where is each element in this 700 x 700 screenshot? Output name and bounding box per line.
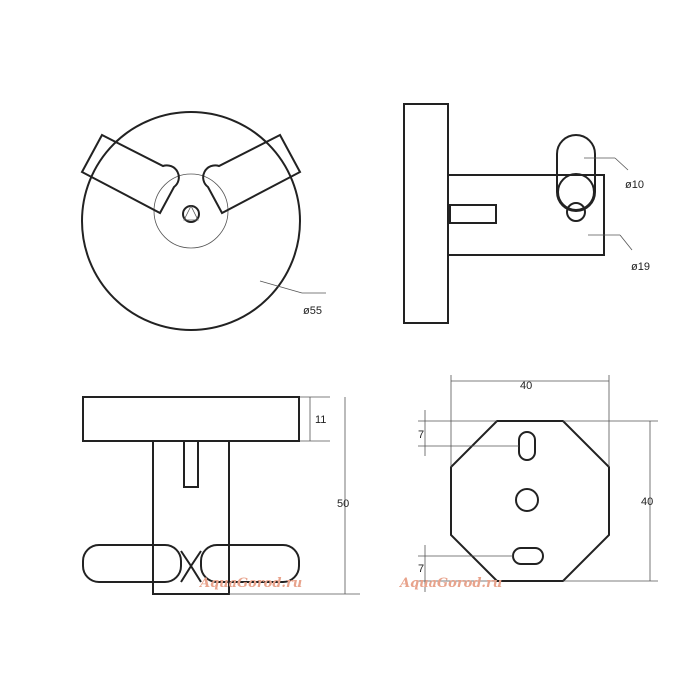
base-disc xyxy=(81,111,301,331)
watermark-left: AquaGorod.ru xyxy=(198,576,302,591)
watermark-right: AquaGorod.ru xyxy=(398,576,502,591)
total-depth-label: 50 xyxy=(337,498,349,510)
left-bar xyxy=(82,544,182,583)
center-hole xyxy=(515,488,539,512)
top-slot xyxy=(518,431,536,461)
pipe-leader-tail xyxy=(614,157,629,171)
pipe-cap xyxy=(557,173,595,211)
plate-top xyxy=(82,396,300,442)
stem-leader-tail xyxy=(619,234,633,251)
stem-diameter-label: ø19 xyxy=(631,261,650,273)
pipe-diameter-label: ø10 xyxy=(625,179,644,191)
plate-width-label: 40 xyxy=(520,380,532,392)
stem-top xyxy=(152,440,230,595)
left-arm xyxy=(80,133,180,215)
right-bar xyxy=(200,544,300,583)
slot-offset-top-label: 7 xyxy=(418,429,424,441)
base-diameter-label: ø55 xyxy=(303,305,322,317)
screw-top xyxy=(183,440,199,488)
plate-thickness-label: 11 xyxy=(315,414,326,426)
wall-plate xyxy=(403,103,449,324)
side-view: ø10 ø19 xyxy=(403,103,650,324)
plate-height-label: 40 xyxy=(641,496,653,508)
set-screw xyxy=(449,204,497,224)
back-plate-view: 40 40 7 7 xyxy=(418,375,658,592)
slot-offset-bottom-label: 7 xyxy=(418,563,424,575)
bottom-slot xyxy=(512,547,544,565)
right-arm xyxy=(202,133,302,215)
stem xyxy=(447,174,605,256)
front-view: ø55 xyxy=(80,111,326,331)
screw-slot xyxy=(183,205,199,221)
top-view: 11 50 xyxy=(82,396,360,595)
pipe-inner xyxy=(566,202,586,222)
center-joint xyxy=(180,550,202,583)
octagon-plate xyxy=(450,420,610,582)
center-boss xyxy=(153,173,229,249)
base-leader xyxy=(259,280,303,294)
